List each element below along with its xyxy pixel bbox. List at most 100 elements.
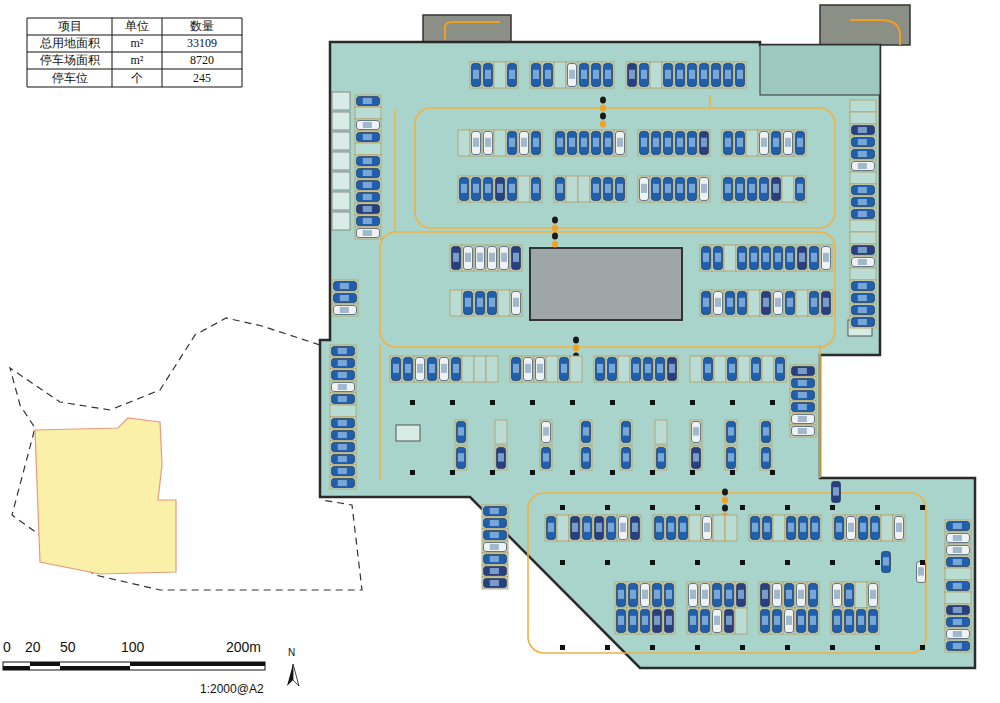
- car: [835, 517, 844, 540]
- pillar: [570, 400, 575, 405]
- car: [640, 64, 649, 87]
- car: [568, 132, 577, 155]
- table-header: 项目: [27, 19, 112, 33]
- car-glass: [800, 523, 806, 532]
- car-glass: [561, 364, 567, 373]
- driving-lane: [394, 110, 396, 230]
- scale-segment: [130, 662, 265, 666]
- car-glass: [702, 616, 708, 625]
- car: [664, 64, 673, 87]
- car-glass: [739, 253, 745, 262]
- parking-stall: [795, 582, 807, 608]
- car: [679, 517, 688, 540]
- pillar: [730, 470, 735, 475]
- parking-stall: [723, 608, 735, 634]
- pillar: [770, 400, 775, 405]
- parking-stall: [698, 130, 710, 156]
- car: [688, 132, 697, 155]
- car-glass: [338, 348, 347, 354]
- car-glass: [725, 138, 731, 147]
- parking-stall: [650, 62, 662, 88]
- car-glass: [752, 523, 758, 532]
- car-glass: [485, 70, 491, 79]
- car: [617, 584, 626, 607]
- car-glass: [490, 544, 499, 550]
- parking-stall: [594, 356, 606, 382]
- car: [797, 584, 806, 607]
- car: [787, 517, 796, 540]
- car: [484, 567, 507, 576]
- parking-stall: [665, 515, 677, 541]
- car: [676, 132, 685, 155]
- car: [724, 178, 733, 201]
- car: [792, 379, 815, 388]
- car: [772, 132, 781, 155]
- parking-stall: [580, 446, 592, 470]
- parking-stall: [701, 515, 713, 541]
- car: [947, 618, 970, 627]
- driving-lane: [415, 108, 835, 228]
- car: [786, 292, 795, 315]
- parking-stall: [850, 256, 876, 268]
- car: [472, 64, 481, 87]
- car: [616, 178, 625, 201]
- car-glass: [485, 138, 491, 147]
- car-glass: [753, 364, 759, 373]
- car-glass: [363, 218, 372, 224]
- parking-stall: [850, 160, 876, 172]
- speed-bump: [573, 337, 579, 344]
- parking-stall: [796, 290, 808, 316]
- car-glass: [363, 158, 372, 164]
- parking-stall: [855, 582, 867, 608]
- car-glass: [497, 184, 503, 193]
- car-glass: [653, 184, 659, 193]
- table-rule: [27, 52, 242, 53]
- parking-stall: [557, 515, 569, 541]
- scale-value: 100: [121, 640, 144, 654]
- car: [832, 482, 841, 503]
- parking-stall: [850, 304, 876, 316]
- car-glass: [665, 138, 671, 147]
- parking-stall: [554, 62, 566, 88]
- car: [334, 306, 357, 315]
- car-glass: [490, 568, 499, 574]
- parking-stall: [794, 176, 806, 202]
- car: [702, 292, 711, 315]
- table-cell: 245: [162, 71, 242, 85]
- car: [761, 584, 770, 607]
- parking-stall: [850, 292, 876, 304]
- pillar: [920, 505, 925, 510]
- car-glass: [617, 184, 623, 193]
- car-glass: [338, 384, 347, 390]
- car-glass: [823, 298, 829, 307]
- car: [773, 584, 782, 607]
- car-glass: [521, 138, 527, 147]
- car-glass: [690, 616, 696, 625]
- parking-stall: [773, 515, 785, 541]
- parking-stall: [590, 176, 602, 202]
- scale-ratio: 1:2000@A2: [200, 682, 264, 696]
- car: [484, 507, 507, 516]
- car: [524, 358, 533, 381]
- car-glass: [623, 453, 629, 461]
- car-glass: [340, 283, 349, 289]
- car: [852, 186, 875, 195]
- car-glass: [705, 364, 711, 373]
- car: [784, 132, 793, 155]
- car-glass: [693, 427, 699, 435]
- car: [652, 178, 661, 201]
- car-glass: [785, 138, 791, 147]
- car-glass: [787, 298, 793, 307]
- car: [668, 358, 677, 381]
- car-glass: [605, 184, 611, 193]
- shop-unit: [332, 152, 350, 170]
- car-glass: [417, 364, 423, 373]
- parking-stall: [686, 130, 698, 156]
- parking-stall: [687, 608, 699, 634]
- car: [738, 247, 747, 270]
- parking-stall: [330, 345, 356, 357]
- car-glass: [727, 298, 733, 307]
- car: [592, 132, 601, 155]
- table-cell: 停车场面积: [27, 53, 112, 67]
